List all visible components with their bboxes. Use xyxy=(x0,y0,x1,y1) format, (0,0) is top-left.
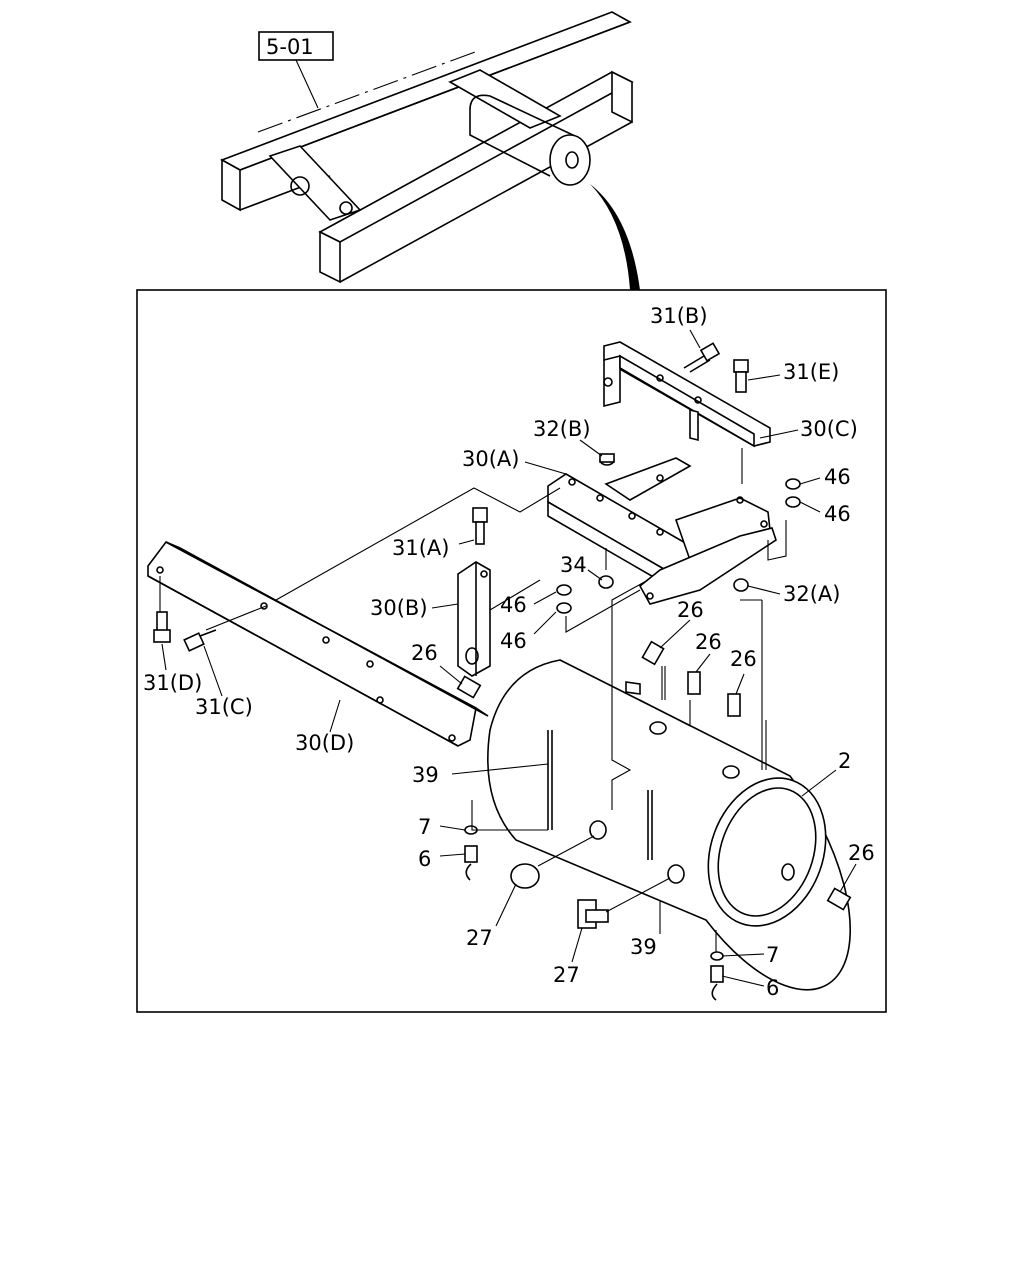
callout-46-b: 46 xyxy=(824,502,851,526)
callout-27-a: 27 xyxy=(466,926,493,950)
alignment-lines xyxy=(159,448,787,952)
nut-32a xyxy=(733,578,749,592)
callout-26-b: 26 xyxy=(695,630,722,654)
callout-30c: 30(C) xyxy=(800,417,858,441)
bolt-31b xyxy=(683,342,721,373)
callout-34: 34 xyxy=(560,553,587,577)
callout-26-c: 26 xyxy=(730,647,757,671)
callout-6-b: 6 xyxy=(766,976,779,1000)
callout-7-b: 7 xyxy=(766,943,779,967)
callout-31b: 31(B) xyxy=(650,304,708,328)
callout-30b: 30(B) xyxy=(370,596,428,620)
callout-31a: 31(A) xyxy=(392,536,449,560)
valve-27 xyxy=(510,863,609,929)
callout-31c: 31(C) xyxy=(195,695,253,719)
nut-34 xyxy=(598,575,614,589)
bolt-31d xyxy=(153,611,171,643)
bolt-31c xyxy=(183,629,217,652)
callout-27-b: 27 xyxy=(553,963,580,987)
callout-39-b: 39 xyxy=(630,935,657,959)
bracket-30c xyxy=(603,341,771,448)
air-tank-2 xyxy=(487,659,851,991)
u-bolt-39 xyxy=(547,730,653,860)
callout-30d: 30(D) xyxy=(295,731,354,755)
callout-46-a: 46 xyxy=(824,465,851,489)
rail-30d xyxy=(147,540,489,747)
callout-26-d: 26 xyxy=(411,641,438,665)
callout-46-d: 46 xyxy=(500,629,527,653)
leader-lines xyxy=(161,329,857,987)
callout-31e: 31(E) xyxy=(783,360,839,384)
bolt-31a xyxy=(472,507,488,545)
callout-6-a: 6 xyxy=(418,847,431,871)
callout-31d: 31(D) xyxy=(143,671,202,695)
reference-label: 5-01 xyxy=(266,35,314,59)
callout-26-e: 26 xyxy=(848,841,875,865)
callout-39-a: 39 xyxy=(412,763,439,787)
callout-32a: 32(A) xyxy=(783,582,840,606)
detail-frame xyxy=(136,289,887,1013)
callout-labels: 31(B) 31(E) 30(C) 32(B) 30(A) 46 46 31(A… xyxy=(143,304,875,1000)
chassis-frame-overview: 5-01 xyxy=(220,11,640,290)
callout-7-a: 7 xyxy=(418,815,431,839)
callout-26-a: 26 xyxy=(677,598,704,622)
pointer-arrow xyxy=(590,184,640,290)
nut-32b xyxy=(599,453,615,466)
callout-30a: 30(A) xyxy=(462,447,519,471)
callout-2: 2 xyxy=(838,749,851,773)
callout-46-c: 46 xyxy=(500,593,527,617)
bracket-30b xyxy=(457,561,491,677)
bracket-30a xyxy=(547,457,777,605)
callout-32b: 32(B) xyxy=(533,417,591,441)
nut-46-upper xyxy=(785,478,801,508)
bolt-31e xyxy=(733,359,749,393)
fitting-26-group xyxy=(456,640,852,911)
nut-46-lower xyxy=(556,584,572,614)
